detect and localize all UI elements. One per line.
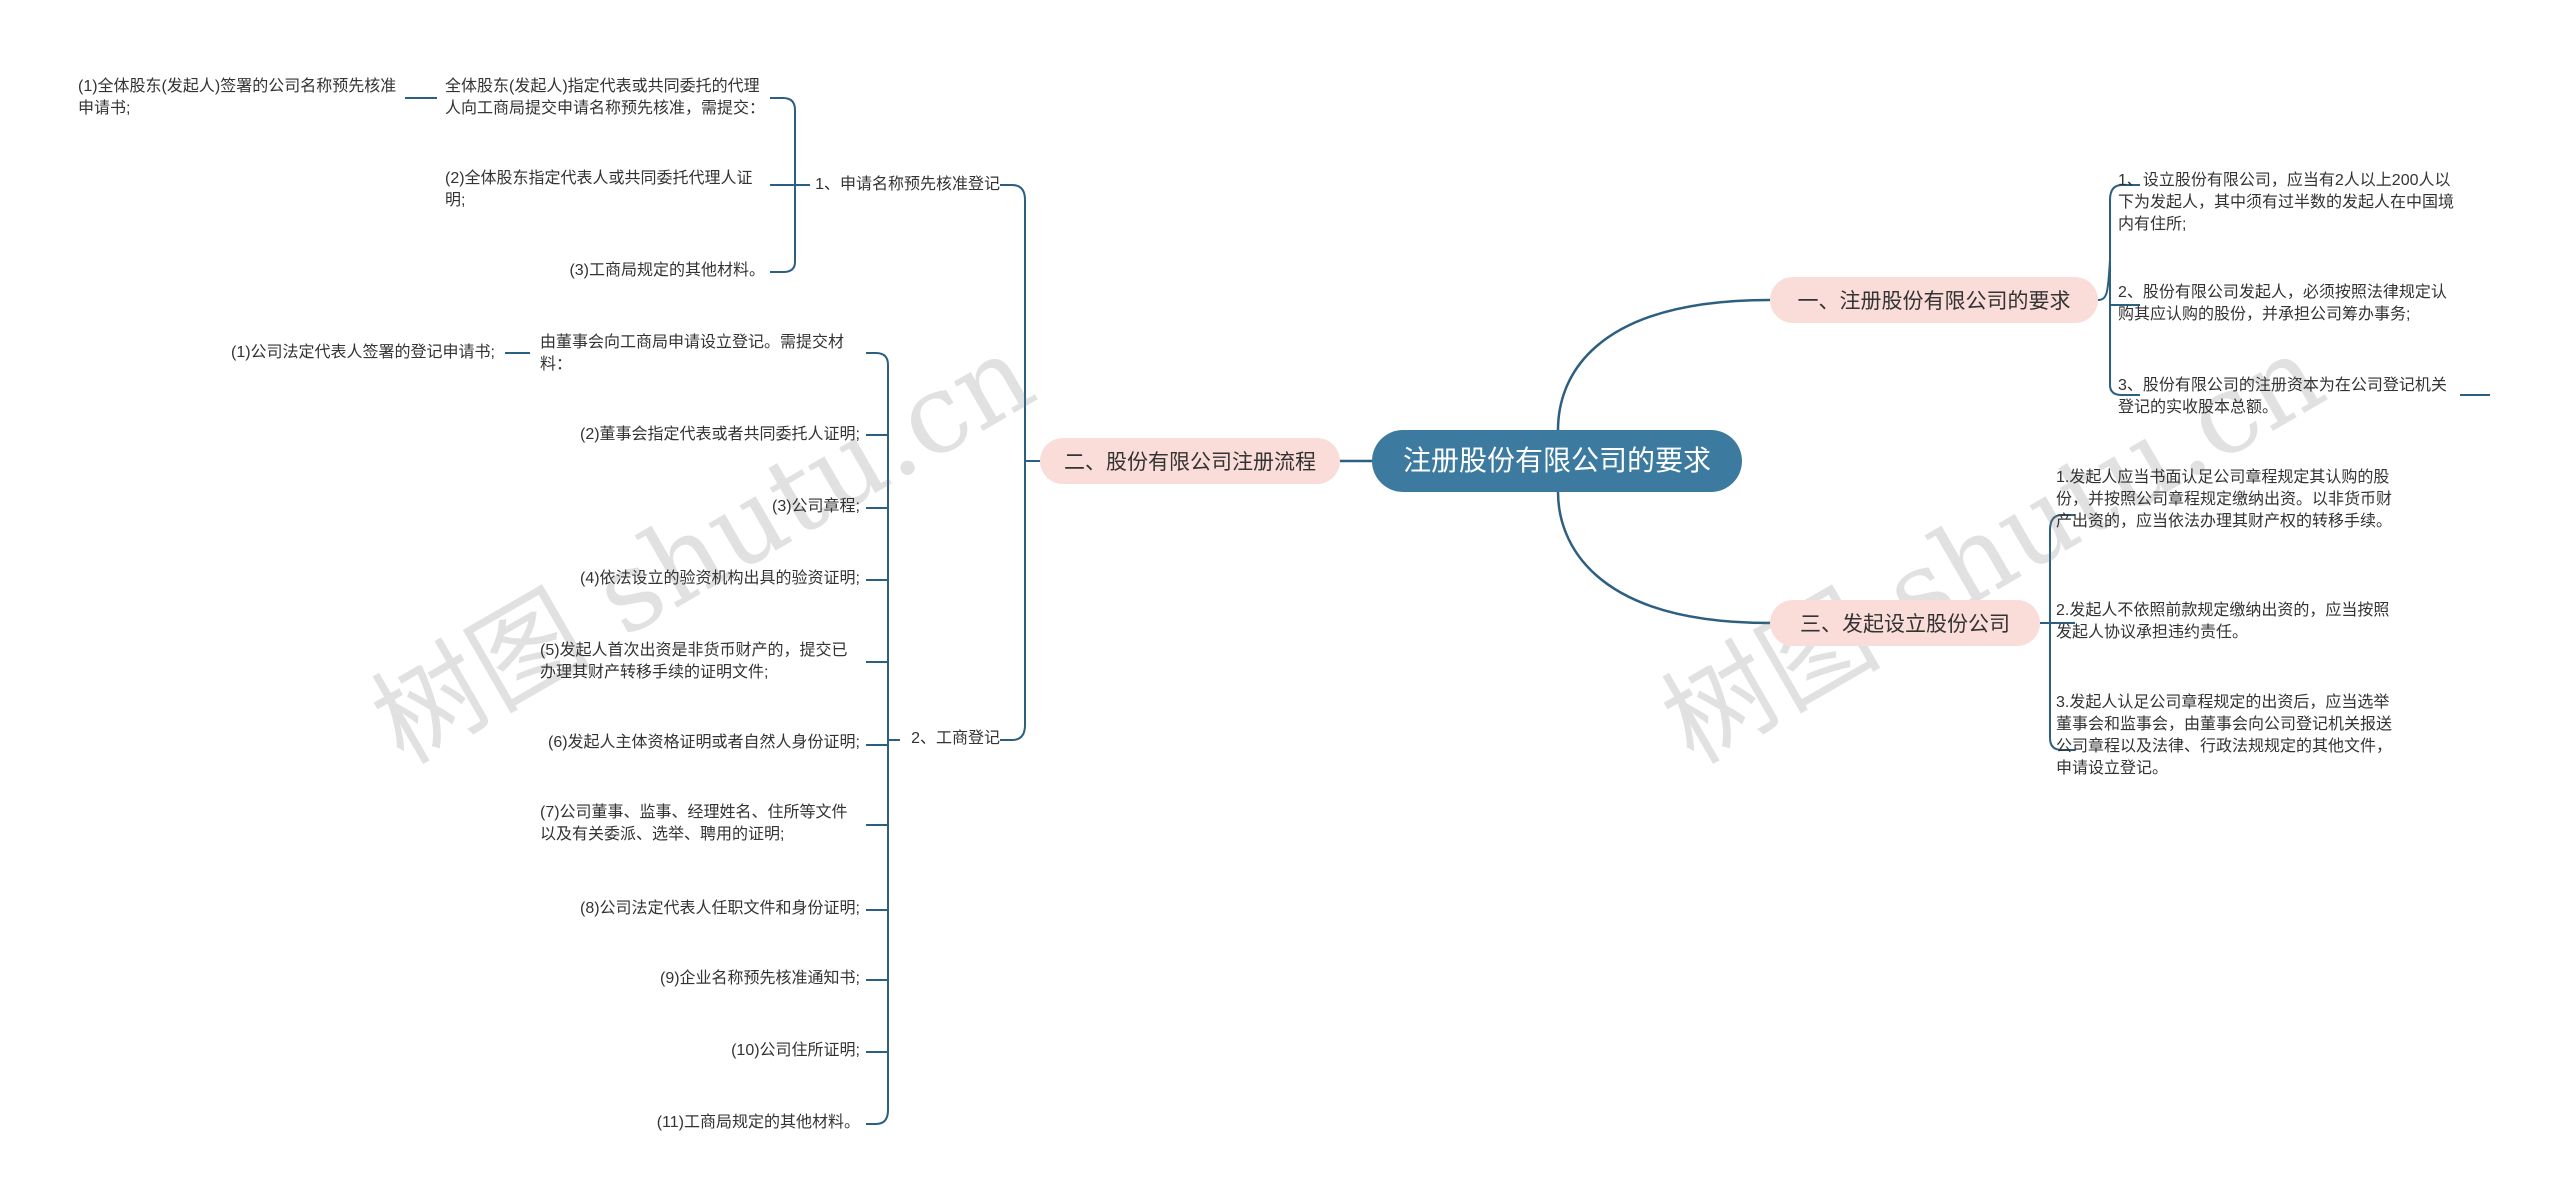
sub1-lead-child: (1)全体股东(发起人)签署的公司名称预先核准申请书;	[78, 78, 397, 117]
branch3-item-1: 1.发起人应当书面认足公司章程规定其认购的股份，并按照公司章程规定缴纳出资。以非…	[2056, 469, 2393, 530]
branch3-item-3: 3.发起人认足公司章程规定的出资后，应当选举董事会和监事会，由董事会向公司登记机…	[2056, 694, 2393, 777]
root-node[interactable]: 注册股份有限公司的要求	[1372, 430, 1742, 492]
sub2-item-4: (4)依法设立的验资机构出具的验资证明;	[579, 570, 860, 587]
sub1-item-2: (2)全体股东指定代表人或共同委托代理人证明;	[445, 170, 753, 209]
sub2-item-5: (5)发起人首次出资是非货币财产的，提交已办理其财产转移手续的证明文件;	[540, 642, 848, 681]
sub2-item-3: (3)公司章程;	[771, 498, 860, 515]
sub2-lead: 由董事会向工商局申请设立登记。需提交材料：	[540, 334, 845, 373]
branch1-item-3: 3、股份有限公司的注册资本为在公司登记机关登记的实收股本总额。	[2118, 377, 2447, 416]
sub1-item-3: (3)工商局规定的其他材料。	[569, 262, 765, 279]
sub1-node[interactable]: 1、申请名称预先核准登记	[815, 176, 1000, 193]
branch3-node[interactable]: 三、发起设立股份公司	[1770, 600, 2040, 646]
sub2-item-9: (9)企业名称预先核准通知书;	[659, 970, 860, 987]
sub2-item-2: (2)董事会指定代表或者共同委托人证明;	[579, 426, 860, 443]
branch1-node[interactable]: 一、注册股份有限公司的要求	[1770, 277, 2098, 323]
sub2-lead-child: (1)公司法定代表人签署的登记申请书;	[230, 344, 495, 361]
branch3-item-2: 2.发起人不依照前款规定缴纳出资的，应当按照发起人协议承担违约责任。	[2056, 602, 2390, 641]
branch1-item-1: 1、设立股份有限公司，应当有2人以上200人以下为发起人，其中须有过半数的发起人…	[2118, 172, 2455, 233]
sub2-item-11: (11)工商局规定的其他材料。	[656, 1114, 860, 1131]
branch1-item-2: 2、股份有限公司发起人，必须按照法律规定认购其应认购的股份，并承担公司筹办事务;	[2118, 284, 2447, 323]
sub2-item-8: (8)公司法定代表人任职文件和身份证明;	[579, 900, 860, 917]
branch2-node[interactable]: 二、股份有限公司注册流程	[1040, 438, 1340, 484]
link-root-branch1	[1556, 298, 1771, 431]
sub2-item-6: (6)发起人主体资格证明或者自然人身份证明;	[547, 734, 860, 751]
sub2-item-10: (10)公司住所证明;	[731, 1042, 860, 1059]
link-root-branch3	[1556, 491, 1771, 625]
sub2-item-7: (7)公司董事、监事、经理姓名、住所等文件以及有关委派、选举、聘用的证明;	[540, 804, 848, 843]
sub2-node[interactable]: 2、工商登记	[911, 730, 1000, 747]
sub1-lead: 全体股东(发起人)指定代表或共同委托的代理人向工商局提交申请名称预先核准，需提交…	[445, 78, 766, 117]
